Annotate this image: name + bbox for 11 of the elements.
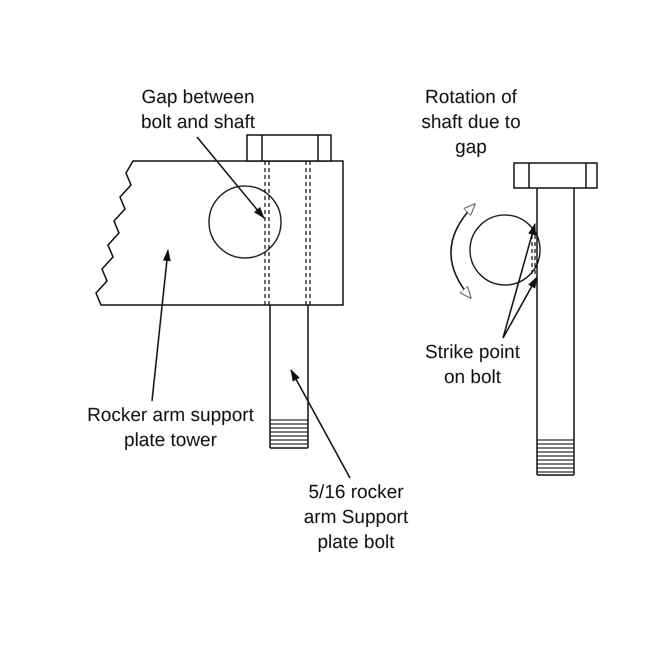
callout-text: Gap between bolt and shaft [128, 85, 268, 135]
callout-text: 5/16 rocker arm Support plate bolt [296, 480, 416, 555]
leader-line [290, 369, 351, 478]
callout-text: Strike point on bolt [415, 340, 530, 390]
leader-line [151, 249, 171, 402]
plate-tower-drawing [95, 159, 345, 307]
leader-line [502, 276, 538, 338]
rotation-note: Rotation of shaft due to gap [420, 86, 522, 160]
callout-text: Rocker arm support plate tower [78, 403, 263, 453]
leader-line [502, 223, 536, 338]
leader-line [196, 136, 265, 219]
